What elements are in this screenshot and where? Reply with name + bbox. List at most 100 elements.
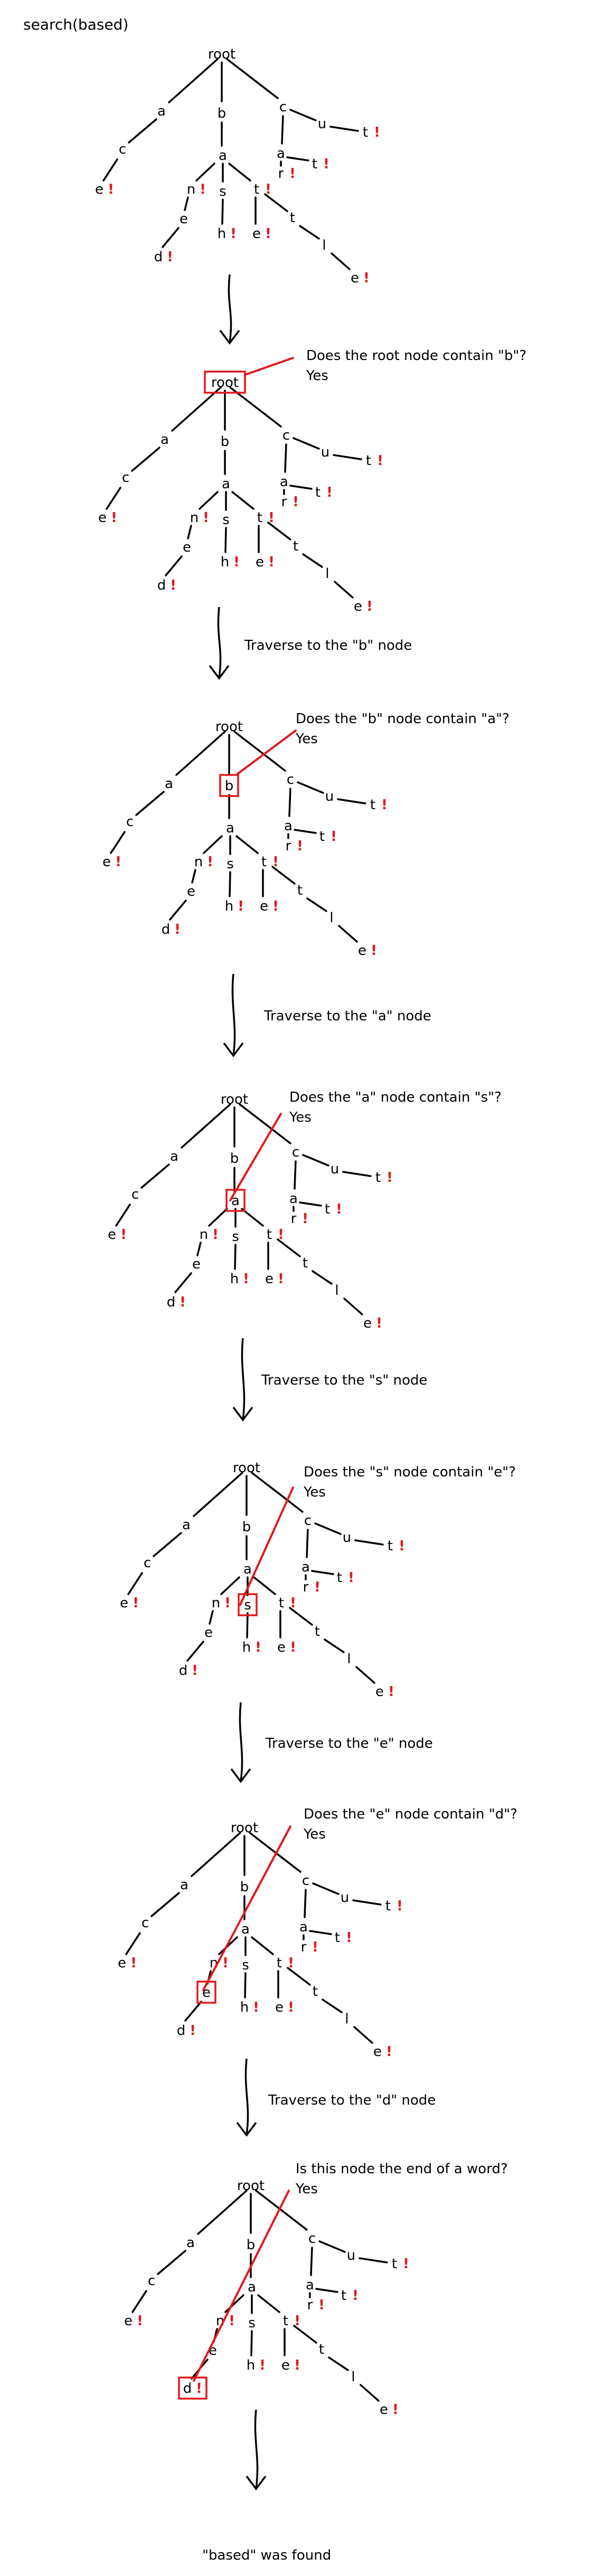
end-marker-d: !	[196, 2381, 202, 2397]
node-t1: t	[277, 1955, 282, 1971]
node-d: d	[167, 1294, 176, 1310]
edge-t1-t2	[289, 1607, 313, 1626]
edge-t1-t2	[287, 1967, 311, 1986]
edge-t2-l	[306, 897, 327, 912]
node-e3: e	[265, 1271, 273, 1287]
edge-t1-t2	[267, 522, 291, 541]
node-h: h	[230, 1271, 239, 1287]
end-marker-h: !	[255, 1640, 261, 1655]
end-marker-t3: !	[381, 797, 388, 813]
edge-t2-l	[302, 553, 323, 568]
edge-c2-u	[297, 781, 324, 794]
root-label: root	[233, 1460, 260, 1476]
node-a1: a	[161, 432, 169, 448]
edge-c1-e1	[127, 1572, 143, 1595]
node-t4: t	[335, 1930, 340, 1946]
end-marker-n: !	[203, 510, 209, 526]
node-d: d	[162, 922, 171, 937]
end-marker-t1: !	[268, 510, 275, 526]
edge-a2-t1	[251, 1936, 274, 1955]
node-t2: t	[290, 210, 295, 226]
node-e3: e	[252, 226, 261, 242]
node-a3: a	[289, 1191, 298, 1207]
root-label: root	[215, 719, 243, 735]
edge-n-e2	[196, 1242, 202, 1256]
edge-u-t3	[329, 126, 359, 132]
node-a1: a	[180, 1877, 188, 1893]
edge-t1-t2	[271, 866, 296, 885]
edge-e2-d	[169, 899, 187, 921]
end-marker-t3: !	[377, 453, 383, 469]
step-2-answer: Yes	[306, 368, 328, 384]
node-s: s	[227, 856, 234, 872]
node-t1: t	[257, 510, 262, 526]
arrow-head	[230, 1768, 251, 1783]
arrow-head	[232, 1406, 253, 1422]
node-t2: t	[303, 1255, 308, 1271]
edge-root-a1	[191, 1832, 241, 1877]
edge-l-e4	[353, 2026, 373, 2044]
end-marker-d: !	[170, 577, 176, 593]
edge-s-h	[244, 1972, 247, 1999]
node-e4: e	[363, 1315, 372, 1331]
step-4-answer: Yes	[289, 1110, 312, 1125]
node-t4: t	[319, 829, 325, 845]
end-marker-t4: !	[323, 156, 329, 172]
end-marker-r: !	[312, 1939, 318, 1955]
node-b: b	[221, 434, 230, 450]
callout-line-step-3	[237, 730, 297, 775]
node-t4: t	[325, 1201, 330, 1217]
edge-t2-l	[312, 1270, 333, 1285]
edge-e2-d	[165, 555, 183, 576]
node-u: u	[321, 444, 329, 460]
node-c1: c	[144, 1555, 151, 1571]
edge-c1-e1	[131, 2290, 147, 2313]
edge-e2-d	[162, 227, 180, 248]
edge-a1-c1	[128, 118, 157, 144]
edge-t2-l	[322, 1999, 343, 2013]
edge-a2-t1	[228, 163, 251, 182]
end-marker-t1: !	[294, 2313, 300, 2329]
end-marker-d: !	[192, 1663, 198, 1679]
edge-t1-t2	[264, 193, 288, 212]
end-marker-t1: !	[278, 1227, 284, 1243]
node-e4: e	[373, 2044, 382, 2060]
node-h: h	[218, 226, 226, 242]
node-t4: t	[312, 156, 317, 172]
node-b: b	[247, 2237, 256, 2253]
node-e3: e	[275, 2000, 284, 2015]
node-d: d	[179, 1663, 188, 1679]
node-b: b	[242, 1519, 251, 1535]
edge-root-a1	[181, 1103, 231, 1149]
node-e1: e	[124, 2313, 133, 2329]
node-t2: t	[315, 1624, 320, 1640]
end-marker-e3: !	[290, 1640, 296, 1655]
arrow-head	[219, 329, 240, 345]
edge-c2-u	[302, 1154, 329, 1167]
node-t1: t	[261, 854, 267, 870]
edge-c1-e1	[106, 487, 121, 510]
node-d: d	[157, 577, 166, 593]
end-marker-e1: !	[120, 1227, 127, 1243]
end-marker-e4: !	[366, 599, 373, 614]
arrow-label-3: Traverse to the "s" node	[261, 1372, 428, 1388]
arrow-label-1: Traverse to the "b" node	[244, 638, 412, 654]
end-marker-t3: !	[403, 2256, 409, 2272]
down-arrow-2	[209, 607, 230, 680]
end-marker-e3: !	[272, 898, 279, 914]
end-marker-r: !	[318, 2297, 325, 2313]
arrow-label-5: Traverse to the "d" node	[268, 2092, 436, 2108]
node-l: l	[322, 238, 326, 253]
node-l: l	[335, 1283, 338, 1299]
end-marker-r: !	[292, 494, 299, 510]
arrow-label-4: Traverse to the "e" node	[266, 1736, 433, 1751]
end-marker-e4: !	[363, 270, 370, 286]
end-marker-t4: !	[326, 485, 333, 500]
end-marker-h: !	[238, 898, 244, 914]
edge-root-c2	[251, 1472, 304, 1513]
node-h: h	[240, 2000, 249, 2015]
edge-a2-n	[220, 1576, 240, 1595]
end-marker-t4: !	[352, 2288, 358, 2304]
edge-c2-u	[318, 2240, 346, 2253]
edge-root-a1	[197, 2190, 248, 2235]
